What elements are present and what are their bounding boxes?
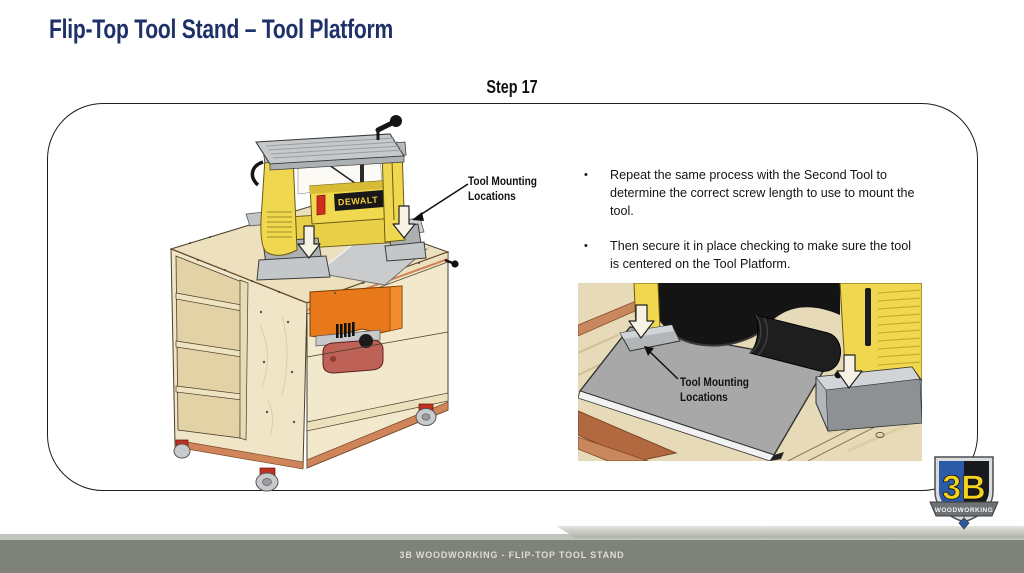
red-lever (316, 194, 326, 216)
bullet-icon: • (584, 169, 588, 181)
orange-tool (309, 285, 403, 374)
inset-illustration (578, 283, 922, 461)
mount-arrow-left-icon (297, 225, 321, 259)
cart-left-face (170, 248, 308, 470)
callout-arrow-inset (644, 346, 679, 380)
bullet-text: Then secure it in place checking to make… (610, 238, 912, 271)
wood-plank (578, 410, 678, 461)
tool-right-foot (815, 283, 922, 432)
mount-arrow-right-icon (836, 354, 863, 389)
mounting-arrow-icons-inset (628, 304, 863, 389)
logo-banner (929, 501, 999, 517)
crank-handle (375, 115, 402, 140)
mount-arrow-right-icon (392, 205, 416, 239)
list-item: • Then secure it in place checking to ma… (584, 238, 922, 274)
instruction-list: • Repeat the same process with the Secon… (584, 167, 922, 273)
caster-wheels (173, 403, 437, 492)
mounting-arrow-icons (297, 205, 416, 259)
carry-handle (250, 160, 264, 187)
bullet-icon: • (584, 239, 588, 252)
step-label: Step 17 (486, 77, 538, 97)
annotation-inset-label: Tool Mounting Locations (680, 377, 749, 404)
planer-brand-label: DEWALT (338, 195, 379, 208)
logo-banner-text: WOODWORKING (935, 507, 994, 514)
logo-diamond (958, 517, 970, 530)
content-panel-border (47, 103, 978, 491)
main-illustration: DEWALT (169, 115, 469, 492)
footer-text: 3B WOODWORKING - FLIP-TOP TOOL STAND (399, 550, 625, 560)
bullet-text: Repeat the same process with the Second … (610, 168, 915, 218)
list-item: • Repeat the same process with the Secon… (584, 167, 922, 221)
logo-monogram: 3B (942, 469, 985, 507)
footer-accent-strip (0, 534, 1024, 540)
cart-right-bay (306, 251, 459, 469)
company-logo: 3B WOODWORKING (929, 456, 999, 530)
tool-platform-closeup (578, 326, 830, 461)
annotation-main-label: Tool Mounting Locations (468, 176, 537, 203)
dewalt-badge: DEWALT (334, 190, 384, 211)
planer-underside (640, 283, 841, 372)
footer-bar: 3B WOODWORKING - FLIP-TOP TOOL STAND (0, 540, 1024, 573)
page-title: Flip-Top Tool Stand – Tool Platform (49, 14, 393, 44)
callout-arrow-main (412, 183, 469, 221)
footer-highlight-shape (556, 526, 1024, 538)
mount-arrow-left-icon (628, 304, 655, 339)
